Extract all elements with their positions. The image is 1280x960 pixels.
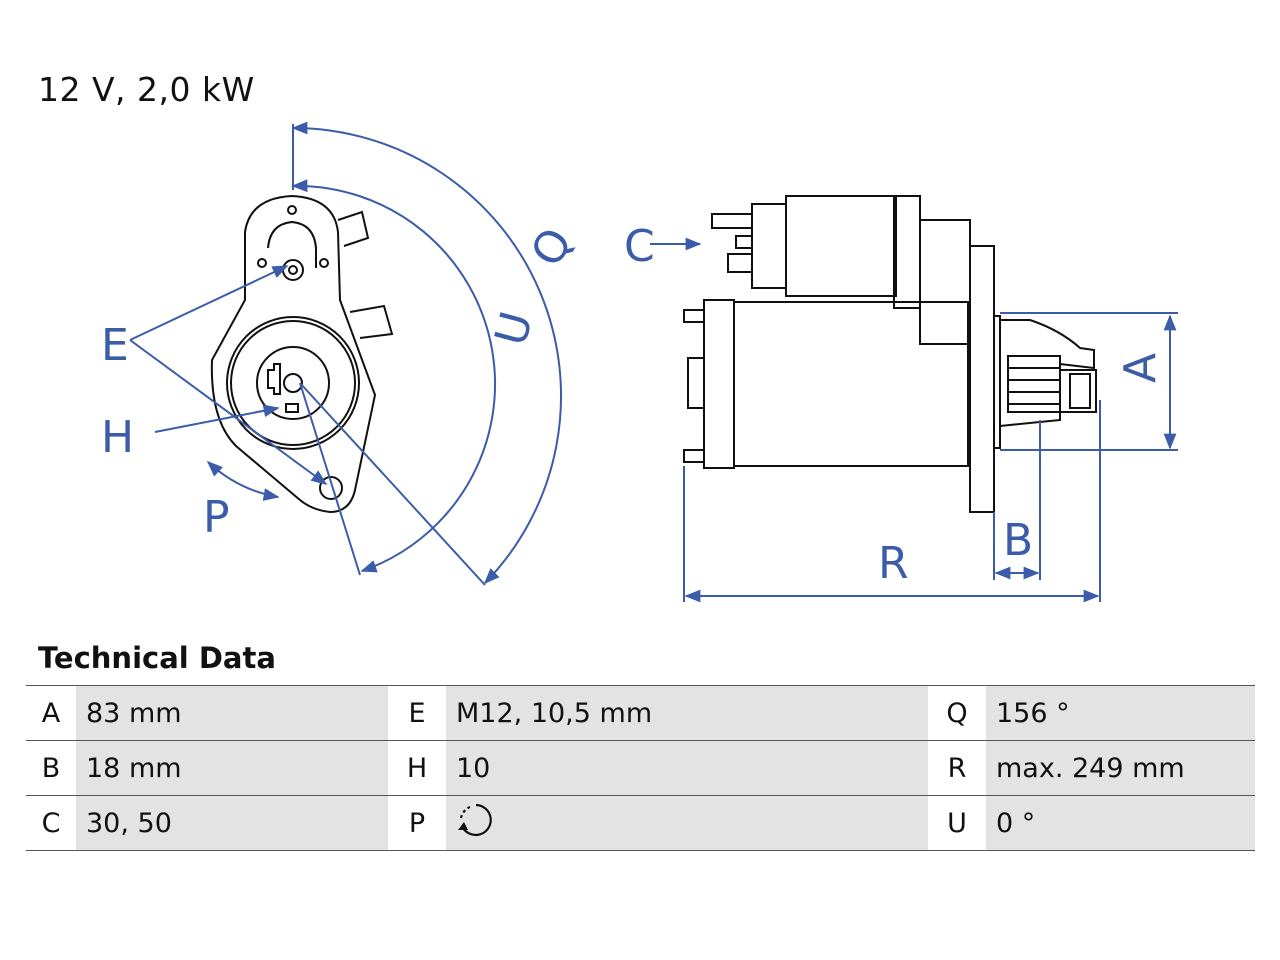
side-view-dimensions	[650, 237, 1178, 603]
param-value-r: max. 249 mm	[986, 740, 1255, 796]
param-value-a: 83 mm	[76, 685, 388, 741]
arc-p	[206, 460, 280, 501]
label-e: E	[101, 320, 129, 371]
top-boss	[267, 220, 317, 268]
starter-motor-drawing: Q U E H P	[101, 121, 1178, 603]
table-row: C 30, 50 P U 0 °	[26, 795, 1255, 851]
label-a: A	[1115, 353, 1166, 383]
terminal-lower	[349, 304, 394, 339]
param-value-u: 0 °	[986, 795, 1255, 851]
label-u: U	[485, 307, 543, 351]
shaft-hole	[283, 373, 303, 393]
param-key-r: R	[928, 740, 986, 796]
housing-outer	[226, 316, 360, 450]
end-cap	[703, 299, 735, 469]
bolt-hole-upper	[282, 259, 304, 281]
table-row: A 83 mm E M12, 10,5 mm Q 156 °	[26, 685, 1255, 741]
param-value-h: 10	[446, 740, 928, 796]
param-key-h: H	[388, 740, 446, 796]
end-view-labels: Q U E H P	[101, 220, 583, 543]
motor-body	[733, 301, 969, 467]
param-key-u: U	[928, 795, 986, 851]
rotation-direction-icon	[458, 803, 492, 836]
bolt-hole-top	[287, 205, 297, 215]
param-value-q: 156 °	[986, 685, 1255, 741]
param-key-c: C	[26, 795, 76, 851]
pinion-teeth	[267, 363, 299, 413]
label-h: H	[101, 412, 134, 463]
param-value-c: 30, 50	[76, 795, 388, 851]
param-key-e: E	[388, 685, 446, 741]
end-view-dimensions	[129, 121, 562, 586]
solenoid-terminals	[711, 213, 753, 273]
param-key-q: Q	[928, 685, 986, 741]
solenoid-body	[785, 195, 897, 297]
side-view	[683, 195, 1097, 513]
param-value-e: M12, 10,5 mm	[446, 685, 928, 741]
label-c: C	[624, 221, 655, 272]
arc-q	[291, 121, 562, 585]
label-r: R	[878, 538, 909, 589]
side-view-labels: C A B R	[624, 221, 1166, 589]
technical-data-heading: Technical Data	[38, 641, 276, 675]
param-value-b: 18 mm	[76, 740, 388, 796]
terminal-upper	[337, 210, 370, 247]
label-p: P	[203, 492, 230, 543]
arc-u	[291, 179, 497, 573]
technical-data-table: A 83 mm E M12, 10,5 mm Q 156 ° B 18 mm H…	[26, 685, 1255, 851]
end-view	[210, 194, 394, 514]
param-value-p	[446, 795, 928, 851]
table-row: B 18 mm H 10 R max. 249 mm	[26, 740, 1255, 796]
label-q: Q	[521, 220, 582, 275]
mount-flange	[969, 245, 995, 513]
param-key-p: P	[388, 795, 446, 851]
param-key-b: B	[26, 740, 76, 796]
voltage-power-rating: 12 V, 2,0 kW	[38, 70, 255, 109]
param-key-a: A	[26, 685, 76, 741]
label-b: B	[1003, 515, 1033, 566]
